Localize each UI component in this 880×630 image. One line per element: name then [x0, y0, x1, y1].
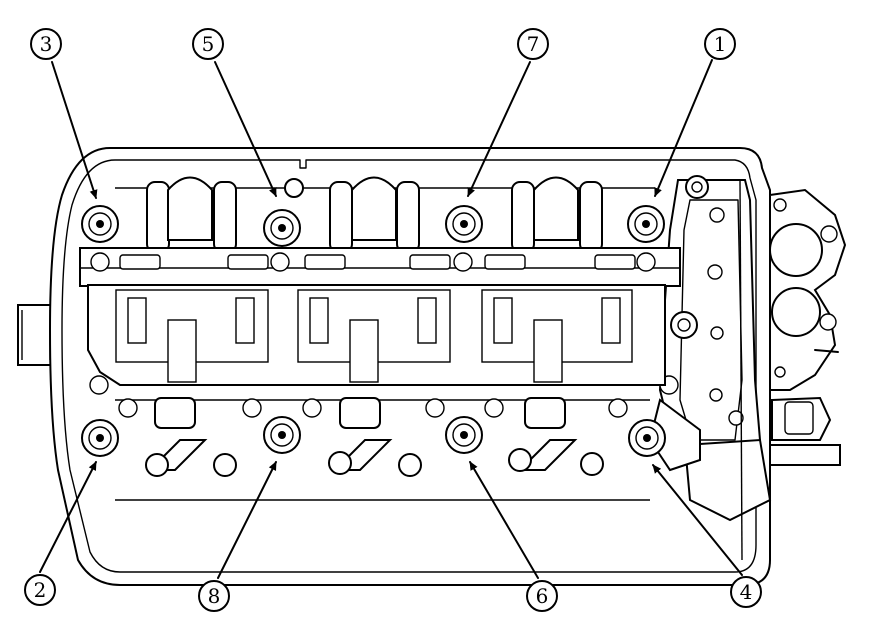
right-side-housing [648, 175, 772, 561]
callout-number: 2 [34, 578, 47, 602]
head-bolt [263, 416, 301, 454]
cam-holder-bar [79, 247, 681, 287]
callout-8: 8 [198, 580, 230, 612]
head-bolt [627, 205, 665, 243]
callout-6: 6 [526, 580, 558, 612]
cam-lobe-pair-2 [329, 176, 420, 253]
head-bolt [263, 209, 301, 247]
callout-number: 1 [714, 32, 727, 56]
lower-rocker-arms [115, 397, 650, 501]
cam-lobe-pair-3 [511, 176, 603, 253]
callout-5: 5 [192, 28, 224, 60]
cam-lobe-pair-1 [146, 176, 237, 253]
callout-leader [51, 61, 98, 199]
callout-number: 3 [40, 32, 53, 56]
rocker-chambers [87, 284, 666, 386]
callout-leader [652, 464, 743, 576]
callout-number: 8 [208, 584, 221, 608]
callout-leader [469, 461, 539, 579]
head-bolt [81, 419, 119, 457]
callout-7: 7 [517, 28, 549, 60]
callout-3: 3 [30, 28, 62, 60]
callout-1: 1 [704, 28, 736, 60]
callout-leader [217, 461, 277, 579]
callout-leader [467, 61, 531, 197]
head-bolt [445, 416, 483, 454]
head-bolt [628, 419, 666, 457]
callout-number: 7 [527, 32, 540, 56]
callout-number: 6 [536, 584, 549, 608]
small-holes [89, 252, 656, 418]
callout-leader [654, 59, 713, 197]
upper-camshaft-area [115, 176, 655, 253]
callout-number: 5 [202, 32, 215, 56]
callout-number: 4 [740, 580, 753, 604]
right-cover [769, 188, 847, 466]
callout-4: 4 [730, 576, 762, 608]
callout-leader [214, 61, 277, 197]
callout-2: 2 [24, 574, 56, 606]
head-bolt [81, 205, 119, 243]
head-bolt [445, 205, 483, 243]
callout-leader [39, 461, 97, 573]
camshaft-end-left [17, 304, 55, 366]
